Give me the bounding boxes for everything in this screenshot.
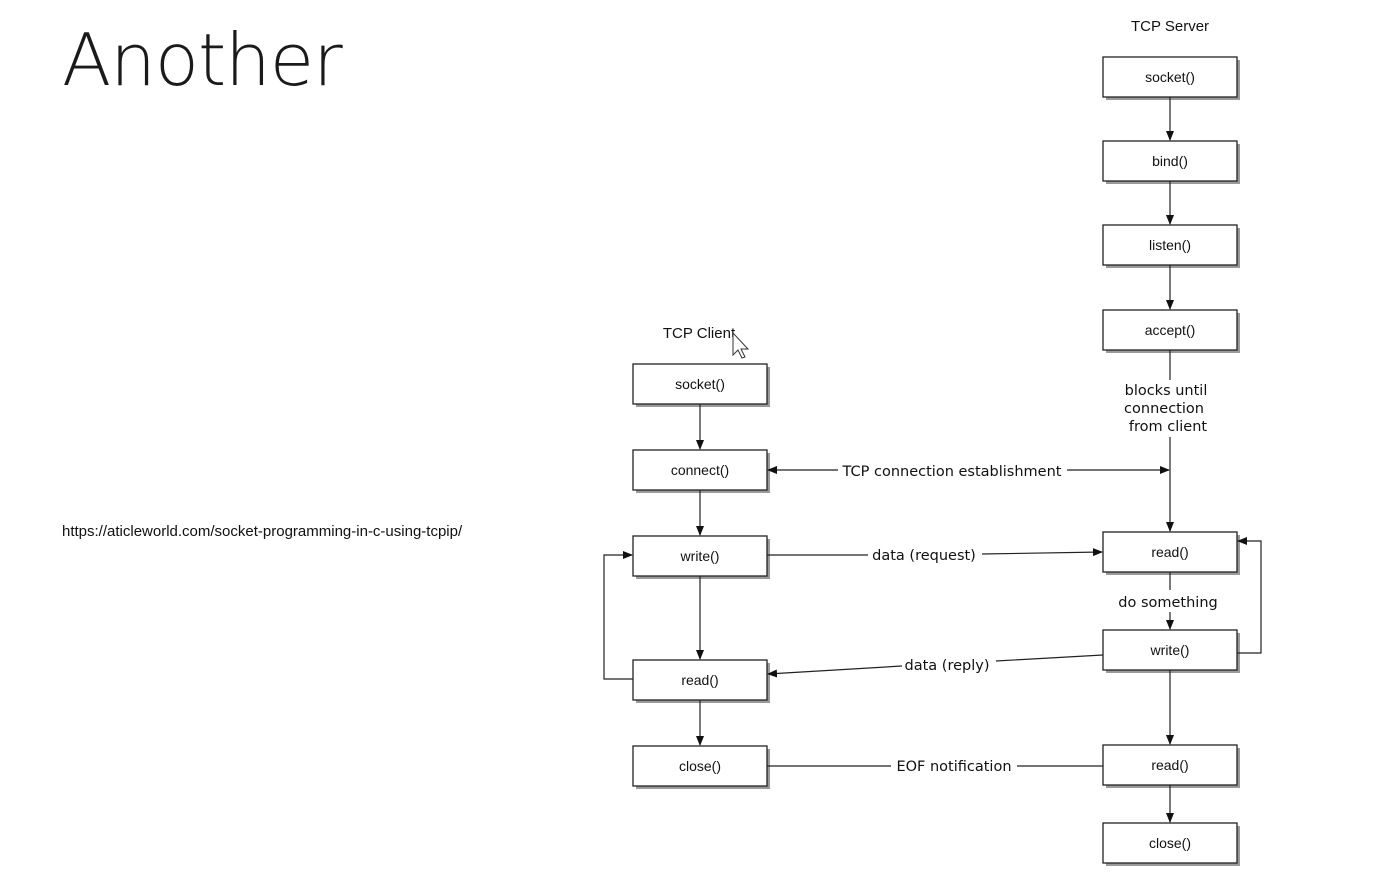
server-write-label: write() (1150, 642, 1190, 658)
blocks-label-line1: blocks until (1125, 383, 1208, 399)
client-close-label: close() (679, 758, 721, 774)
do-something-label: do something (1118, 595, 1217, 611)
server-close-box: close() (1102, 822, 1240, 866)
client-socket-box: socket() (632, 363, 770, 407)
client-socket-label: socket() (675, 376, 725, 392)
server-read2-box: read() (1102, 744, 1240, 788)
connection-label: TCP connection establishment (842, 464, 1062, 480)
server-socket-box: socket() (1102, 56, 1240, 100)
request-label: data (request) (872, 548, 976, 564)
server-read-label: read() (1151, 544, 1188, 560)
server-bind-box: bind() (1102, 140, 1240, 184)
reply-arrow (767, 665, 903, 678)
client-connect-label: connect() (671, 462, 729, 478)
reply-label: data (reply) (905, 658, 990, 674)
source-link[interactable]: https://aticleworld.com/socket-programmi… (62, 523, 463, 540)
server-write-box: write() (1102, 629, 1240, 673)
server-loop-arrow (1237, 537, 1262, 654)
blocks-label-line3: from client (1129, 419, 1207, 435)
tcp-server-heading: TCP Server (1131, 18, 1209, 35)
mouse-cursor-icon (732, 331, 750, 359)
server-bind-label: bind() (1152, 153, 1188, 169)
client-write-box: write() (632, 535, 770, 579)
slide-title: Another (62, 18, 343, 102)
server-close-label: close() (1149, 835, 1191, 851)
server-accept-label: accept() (1145, 322, 1196, 338)
client-read-box: read() (632, 659, 770, 703)
client-read-label: read() (681, 672, 718, 688)
server-accept-box: accept() (1102, 309, 1240, 353)
server-listen-box: listen() (1102, 224, 1240, 268)
request-arrow (981, 548, 1103, 557)
reply-line (995, 654, 1104, 662)
client-close-box: close() (632, 745, 770, 789)
blocks-label-line2: connection (1124, 401, 1204, 417)
server-read2-label: read() (1151, 757, 1188, 773)
client-loop-arrow (603, 551, 633, 680)
client-write-label: write() (680, 548, 720, 564)
eof-label: EOF notification (896, 759, 1011, 775)
tcp-client-heading: TCP Client (663, 325, 736, 342)
server-socket-label: socket() (1145, 69, 1195, 85)
server-read-box: read() (1102, 531, 1240, 575)
client-connect-box: connect() (632, 449, 770, 493)
server-listen-label: listen() (1149, 237, 1191, 253)
